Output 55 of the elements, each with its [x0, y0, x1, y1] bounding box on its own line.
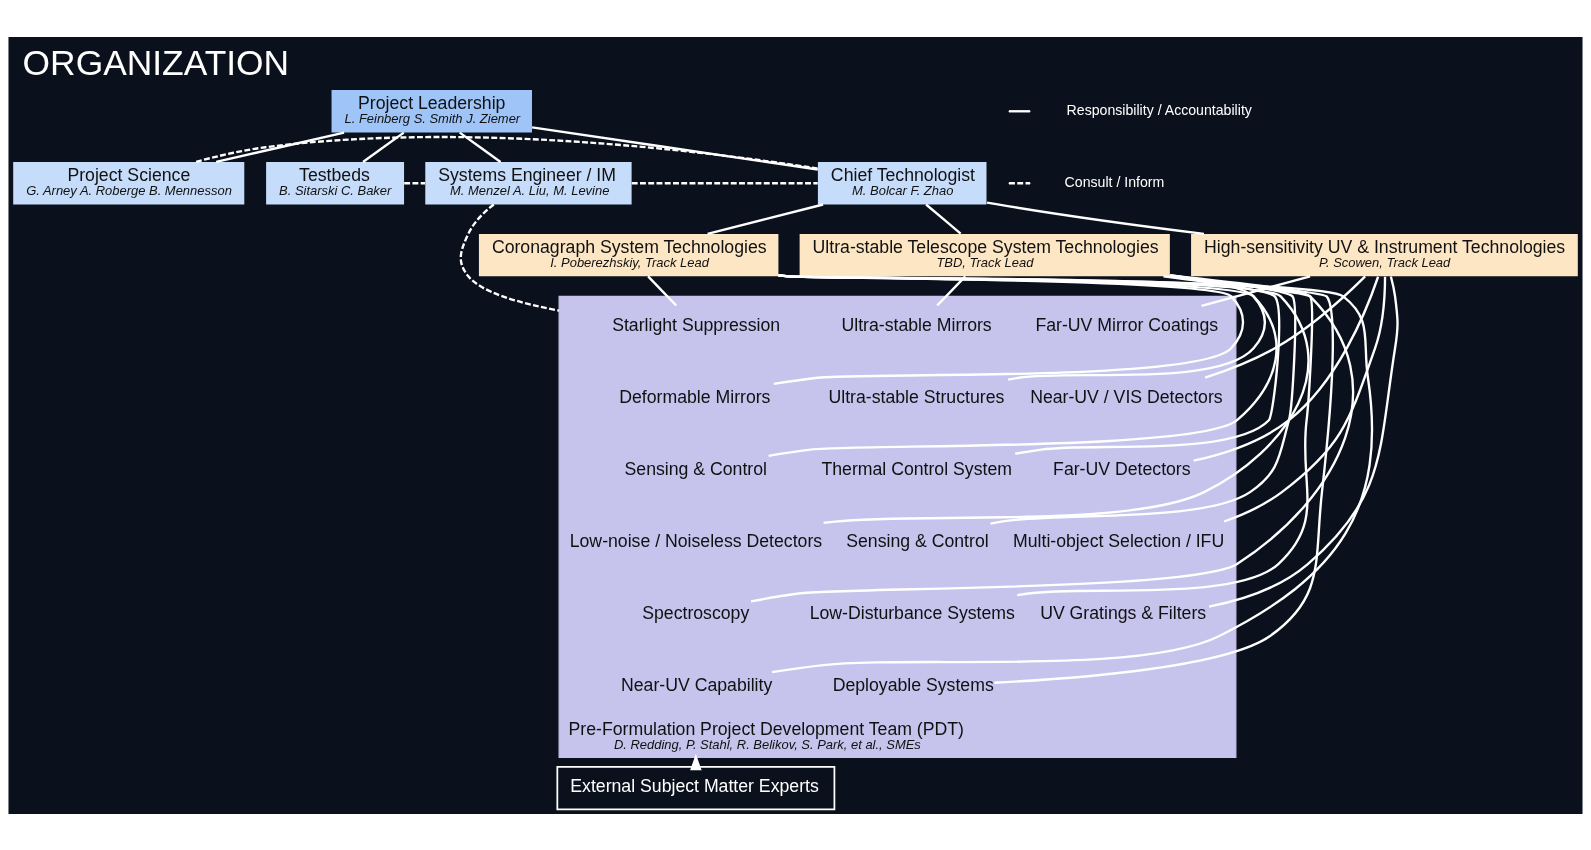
node-box: Project Science G. Arney A. Roberge B. Mennesson — [13, 161, 245, 204]
node-text: Far-UV Detectors — [1053, 458, 1191, 479]
connector — [1201, 274, 1311, 307]
connector — [1007, 273, 1267, 381]
diagram-title: ORGANIZATION — [22, 42, 290, 82]
node-text: Deformable Mirrors — [619, 386, 771, 407]
node-box: Systems Engineer / IM M. Menzel A. Liu, M. Levine — [425, 161, 632, 204]
node-text: Starlight Suppression — [612, 314, 781, 335]
connector — [195, 135, 818, 170]
node-text: Far-UV Mirror Coatings — [1035, 314, 1219, 335]
connector — [986, 200, 1205, 235]
connector — [936, 275, 967, 306]
connector — [1208, 275, 1399, 608]
legend-label: Consult / Inform — [1064, 173, 1165, 190]
connector — [707, 202, 824, 235]
connector — [994, 273, 1334, 684]
connector — [925, 203, 962, 235]
connector — [459, 131, 502, 163]
connector — [215, 130, 345, 163]
node-text: Ultra-stable Structures — [828, 386, 1005, 407]
connector — [1017, 274, 1314, 596]
connector — [404, 181, 426, 184]
connector — [1014, 274, 1281, 455]
node-text: Sensing & Control — [846, 530, 989, 551]
connector — [1223, 276, 1387, 523]
node-text: Sensing & Control — [624, 458, 767, 479]
connector — [647, 275, 678, 306]
connector — [750, 273, 1355, 603]
node-text: Low-Disturbance Systems — [809, 602, 1015, 623]
connector — [768, 273, 1278, 457]
connector — [459, 203, 560, 312]
node-text: Deployable Systems — [832, 674, 994, 695]
node-box: Coronagraph System Technologies I. Poberezhskiy, Track Lead — [478, 233, 779, 276]
node-box: High-sensitivity UV & Instrument Technologies P. Scowen, Track Lead — [1191, 233, 1578, 276]
node-text: Ultra-stable Mirrors — [841, 314, 992, 335]
connector — [1193, 275, 1380, 462]
connector — [771, 273, 1373, 673]
node-box: Chief Technologist M. Bolcar F. Zhao — [817, 161, 987, 204]
connector — [990, 273, 1297, 525]
node-box: Testbeds B. Sitarski C. Baker — [266, 161, 405, 204]
connector — [631, 181, 818, 184]
node-text: Multi-object Selection / IFU — [1013, 530, 1225, 551]
node-text: Near-UV / VIS Detectors — [1030, 386, 1223, 407]
node-box: Project Leadership L. Feinberg S. Smith J. Ziemer — [331, 89, 532, 132]
node-text: Near-UV Capability — [621, 674, 773, 695]
connector — [1204, 275, 1366, 379]
connector — [362, 131, 405, 163]
node-box: Ultra-stable Telescope System Technologies TBD, Track Lead — [799, 233, 1170, 276]
legend-label: Responsibility / Accountability — [1066, 101, 1252, 118]
node-text: UV Gratings & Filters — [1040, 602, 1207, 623]
connector — [531, 125, 818, 171]
node-text: Low-noise / Noiseless Detectors — [569, 530, 823, 551]
node-text: Spectroscopy — [642, 602, 750, 623]
node-text: Thermal Control System — [821, 458, 1012, 479]
connector — [773, 273, 1245, 385]
